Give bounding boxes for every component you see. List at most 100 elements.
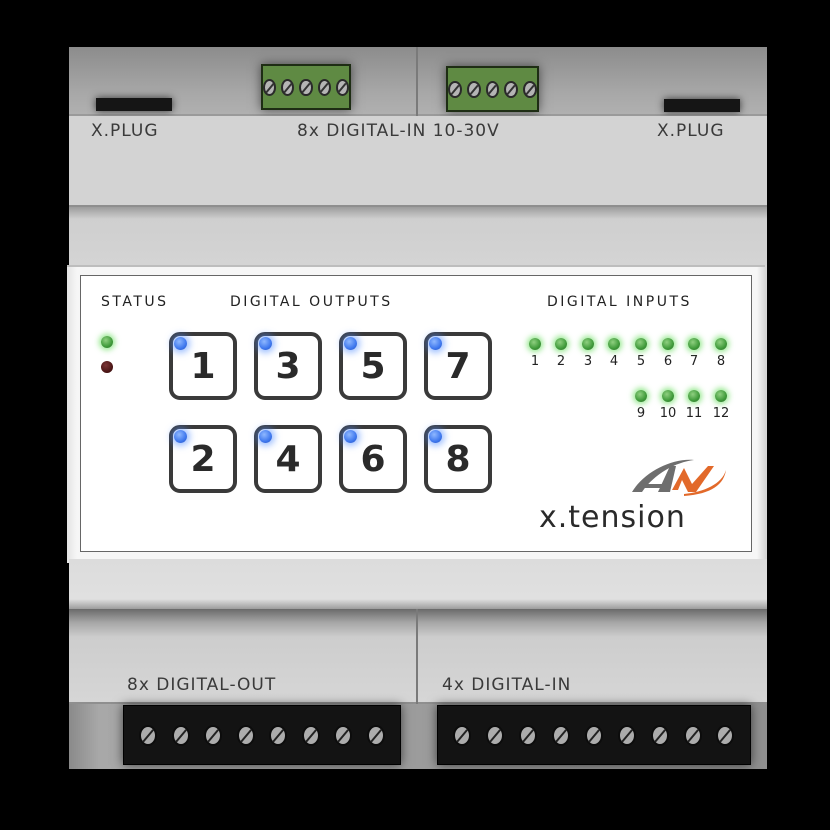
- status-led-power: [101, 336, 113, 348]
- output-button-3[interactable]: 3: [254, 332, 322, 400]
- output-led-icon: [259, 430, 272, 443]
- green-terminal-left[interactable]: [261, 64, 351, 110]
- input-led-icon: [608, 338, 620, 350]
- an-logo-icon: [632, 459, 726, 496]
- screw-icon: [486, 724, 505, 746]
- xplug-right-slot[interactable]: [664, 99, 740, 112]
- black-terminal-inputs[interactable]: [437, 705, 751, 765]
- output-button-5[interactable]: 5: [339, 332, 407, 400]
- xplug-left-slot[interactable]: [96, 98, 172, 111]
- front-panel-frame: STATUS DIGITAL OUTPUTS DIGITAL INPUTS 1 …: [67, 265, 765, 563]
- output-button-label: 8: [445, 438, 471, 480]
- output-button-label: 1: [190, 345, 216, 387]
- screw-icon: [519, 724, 538, 746]
- black-terminal-outputs[interactable]: [123, 705, 401, 765]
- screw-icon: [139, 724, 158, 746]
- digital-inputs-title: DIGITAL INPUTS: [547, 294, 692, 310]
- screw-icon: [716, 724, 735, 746]
- screw-icon: [335, 78, 350, 96]
- input-number: 7: [689, 354, 699, 369]
- input-indicator-4: 4: [603, 335, 625, 369]
- input-number: 2: [556, 354, 566, 369]
- top-connector-block: X.PLUG 8x DIGITAL-IN 10-30V X.PLUG: [69, 47, 767, 207]
- digital-out-label: 8x DIGITAL-OUT: [127, 675, 277, 695]
- upper-band: [69, 207, 767, 265]
- output-led-icon: [174, 430, 187, 443]
- output-button-6[interactable]: 6: [339, 425, 407, 493]
- input-led-icon: [662, 390, 674, 402]
- input-number: 10: [659, 406, 677, 421]
- input-indicator-3: 3: [577, 335, 599, 369]
- input-indicator-11: 11: [683, 387, 705, 421]
- xtension-device: X.PLUG 8x DIGITAL-IN 10-30V X.PLUG STATU…: [67, 47, 767, 769]
- input-number: 12: [712, 406, 730, 421]
- input-led-icon: [635, 338, 647, 350]
- input-number: 5: [636, 354, 646, 369]
- screw-icon: [485, 80, 500, 98]
- screw-icon: [171, 724, 190, 746]
- bottom-label-face: 8x DIGITAL-OUT 4x DIGITAL-IN: [69, 609, 767, 704]
- digital-in-10-30v-label: 8x DIGITAL-IN 10-30V: [297, 121, 500, 141]
- input-number: 9: [636, 406, 646, 421]
- screw-icon: [523, 80, 537, 98]
- output-led-icon: [174, 337, 187, 350]
- screw-icon: [584, 724, 603, 746]
- output-button-8[interactable]: 8: [424, 425, 492, 493]
- output-button-1[interactable]: 1: [169, 332, 237, 400]
- screw-icon: [504, 80, 519, 98]
- input-led-icon: [715, 338, 727, 350]
- screw-icon: [334, 724, 353, 746]
- input-indicator-9: 9: [630, 387, 652, 421]
- output-button-label: 5: [360, 345, 386, 387]
- output-button-label: 4: [275, 438, 301, 480]
- xplug-left-label: X.PLUG: [91, 121, 159, 141]
- screw-icon: [453, 724, 472, 746]
- output-button-2[interactable]: 2: [169, 425, 237, 493]
- output-button-7[interactable]: 7: [424, 332, 492, 400]
- input-led-icon: [688, 390, 700, 402]
- screw-icon: [683, 724, 702, 746]
- input-led-icon: [688, 338, 700, 350]
- input-number: 4: [609, 354, 619, 369]
- screw-icon: [366, 724, 385, 746]
- green-terminal-right[interactable]: [446, 66, 539, 112]
- input-indicator-1: 1: [524, 335, 546, 369]
- input-number: 6: [663, 354, 673, 369]
- input-indicator-7: 7: [683, 335, 705, 369]
- screw-icon: [552, 724, 571, 746]
- status-led-error: [101, 361, 113, 373]
- input-number: 3: [583, 354, 593, 369]
- digital-in-label: 4x DIGITAL-IN: [442, 675, 572, 695]
- output-led-icon: [429, 430, 442, 443]
- output-button-label: 7: [445, 345, 471, 387]
- front-panel: STATUS DIGITAL OUTPUTS DIGITAL INPUTS 1 …: [80, 275, 752, 552]
- input-led-icon: [715, 390, 727, 402]
- input-number: 1: [530, 354, 540, 369]
- input-led-icon: [662, 338, 674, 350]
- output-led-icon: [429, 337, 442, 350]
- output-button-label: 6: [360, 438, 386, 480]
- top-label-face: X.PLUG 8x DIGITAL-IN 10-30V X.PLUG: [69, 116, 767, 207]
- status-title: STATUS: [101, 294, 169, 310]
- xplug-right-label: X.PLUG: [657, 121, 725, 141]
- screw-icon: [301, 724, 320, 746]
- input-led-icon: [635, 390, 647, 402]
- screw-icon: [263, 78, 277, 96]
- input-indicator-5: 5: [630, 335, 652, 369]
- screw-icon: [299, 78, 313, 96]
- screw-icon: [281, 78, 295, 96]
- bottom-connector-block: 8x DIGITAL-OUT 4x DIGITAL-IN: [69, 609, 767, 769]
- screw-icon: [269, 724, 288, 746]
- output-button-4[interactable]: 4: [254, 425, 322, 493]
- screw-icon: [617, 724, 636, 746]
- screw-icon: [236, 724, 255, 746]
- input-indicator-8: 8: [710, 335, 732, 369]
- screw-icon: [466, 80, 481, 98]
- screw-icon: [317, 78, 331, 96]
- output-led-icon: [259, 337, 272, 350]
- screw-icon: [650, 724, 669, 746]
- output-button-label: 3: [275, 345, 301, 387]
- input-led-icon: [555, 338, 567, 350]
- screw-icon: [204, 724, 223, 746]
- output-led-icon: [344, 337, 357, 350]
